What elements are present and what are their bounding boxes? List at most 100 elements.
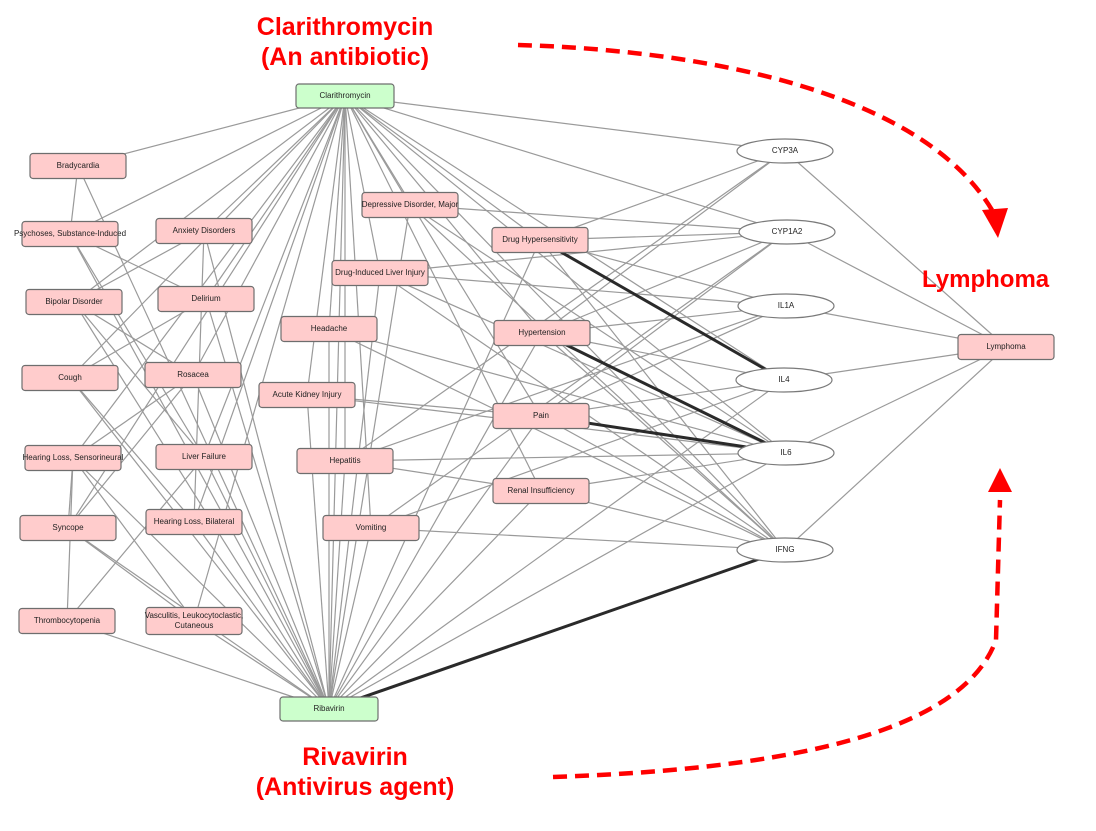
node-label: IL1A [778, 301, 795, 310]
node-label: Anxiety Disorders [173, 226, 236, 235]
gene-node-shape [738, 219, 836, 245]
edge-ribavirin-vomiting [328, 527, 372, 710]
edge-clarithromycin-delirium [205, 95, 346, 300]
edge-pain-ifng [540, 415, 786, 551]
node-hepatitis[interactable]: Hepatitis [296, 447, 394, 475]
edge-dili-il1a [379, 272, 787, 307]
drug-node-shape [279, 696, 379, 722]
edge-hypertension-cyp3a [541, 150, 786, 334]
node-label: Cutaneous [175, 621, 214, 630]
node-label: Headache [311, 324, 348, 333]
edge-clarithromycin-liver_failure [203, 95, 346, 458]
node-liver_failure[interactable]: Liver Failure [155, 443, 253, 471]
arrowhead-bottom-icon [988, 468, 1012, 492]
gene-node-shape [737, 293, 835, 319]
node-il1a[interactable]: IL1A [737, 293, 835, 319]
node-clarithromycin[interactable]: Clarithromycin [295, 83, 395, 109]
node-label: Renal Insufficiency [508, 486, 575, 495]
node-psychoses[interactable]: Psychoses, Substance-Induced [14, 220, 126, 248]
edge-clarithromycin-rosacea [192, 95, 346, 376]
node-pain[interactable]: Pain [492, 402, 590, 430]
edge-hypertension-il6 [541, 331, 787, 455]
node-syncope[interactable]: Syncope [19, 514, 117, 542]
edge-ribavirin-il6 [328, 452, 787, 710]
disease-node-shape [491, 226, 589, 254]
disease-node-shape [258, 381, 356, 409]
ribavirin-annotation-subtitle: (Antivirus agent) [255, 773, 455, 801]
node-label: Vomiting [356, 523, 387, 532]
edge-dili-il6 [379, 272, 787, 454]
node-thrombocytopenia[interactable]: Thrombocytopenia [18, 607, 116, 635]
node-label: Liver Failure [182, 452, 227, 461]
edge-clarithromycin-cyp1a2 [344, 95, 788, 233]
node-cough[interactable]: Cough [21, 364, 119, 392]
node-anxiety[interactable]: Anxiety Disorders [155, 217, 253, 245]
node-bipolar[interactable]: Bipolar Disorder [25, 288, 123, 316]
edge-delirium-cough [69, 298, 207, 379]
edge-hl_sensorineural-rosacea [72, 374, 194, 459]
node-label: Pain [533, 411, 549, 420]
edge-clarithromycin-anxiety [203, 95, 346, 232]
node-label: Drug-Induced Liver Injury [335, 268, 425, 277]
edge-ribavirin-vasculitis [193, 620, 330, 710]
node-depressive[interactable]: Depressive Disorder, Major [361, 191, 459, 219]
annotation-arrows [517, 42, 1012, 780]
node-hl_bilateral[interactable]: Hearing Loss, Bilateral [145, 508, 243, 536]
node-il4[interactable]: IL4 [735, 367, 833, 393]
node-label: Delirium [191, 294, 221, 303]
disease-node-shape [361, 191, 459, 219]
disease-node-shape [145, 606, 243, 636]
node-label: Lymphoma [986, 342, 1026, 351]
node-lymphoma[interactable]: Lymphoma [957, 333, 1055, 361]
edge-ribavirin-renal [328, 490, 542, 710]
edge-depressive-ifng [409, 204, 786, 551]
node-drug_hyper[interactable]: Drug Hypersensitivity [491, 226, 589, 254]
edge-rosacea-syncope [67, 374, 194, 529]
disease-node-shape [957, 333, 1055, 361]
node-vasculitis[interactable]: Vasculitis, Leukocytoclastic,Cutaneous [145, 606, 244, 636]
node-label: CYP1A2 [772, 227, 803, 236]
node-hl_sensorineural[interactable]: Hearing Loss, Sensorineural [23, 444, 124, 472]
node-rosacea[interactable]: Rosacea [144, 361, 242, 389]
node-ifng[interactable]: IFNG [736, 537, 834, 563]
disease-node-shape [280, 315, 378, 343]
node-hypertension[interactable]: Hypertension [493, 319, 591, 347]
edge-ribavirin-pain [328, 415, 542, 710]
edge-ifng-lymphoma [784, 346, 1007, 551]
node-bradycardia[interactable]: Bradycardia [29, 152, 127, 180]
node-label: Acute Kidney Injury [273, 390, 342, 399]
node-aki[interactable]: Acute Kidney Injury [258, 381, 356, 409]
arrow-ribavirin-to-lymphoma [552, 499, 1003, 780]
node-cyp1a2[interactable]: CYP1A2 [738, 219, 836, 245]
disease-node-shape [29, 152, 127, 180]
edge-syncope-vasculitis [67, 527, 195, 622]
edge-vomiting-ifng [370, 527, 786, 551]
node-renal[interactable]: Renal Insufficiency [492, 477, 590, 505]
node-ribavirin[interactable]: Ribavirin [279, 696, 379, 722]
edge-vomiting-cyp1a2 [370, 231, 788, 529]
disease-node-shape [155, 217, 253, 245]
edge-ribavirin-il4 [328, 379, 785, 710]
node-label: Bipolar Disorder [45, 297, 103, 306]
edge-ribavirin-hypertension [328, 332, 543, 710]
node-cyp3a[interactable]: CYP3A [736, 138, 834, 164]
node-vomiting[interactable]: Vomiting [322, 514, 420, 542]
gene-node-shape [735, 367, 833, 393]
edge-ribavirin-ifng [328, 548, 786, 711]
node-headache[interactable]: Headache [280, 315, 378, 343]
node-label: Rosacea [177, 370, 209, 379]
node-il6[interactable]: IL6 [737, 440, 835, 466]
node-delirium[interactable]: Delirium [157, 285, 255, 313]
edge-depressive-il6 [409, 204, 787, 454]
edge-hepatitis-il6 [344, 452, 787, 462]
node-label: IFNG [775, 545, 794, 554]
disease-node-shape [322, 514, 420, 542]
edge-clarithromycin-psychoses [69, 95, 346, 235]
edge-bipolar-liver_failure [73, 301, 205, 458]
edge-cyp1a2-lymphoma [786, 231, 1007, 348]
edge-ribavirin-cough [69, 377, 330, 710]
disease-node-shape [155, 443, 253, 471]
node-dili[interactable]: Drug-Induced Liver Injury [331, 259, 429, 287]
gene-node-shape [736, 138, 834, 164]
